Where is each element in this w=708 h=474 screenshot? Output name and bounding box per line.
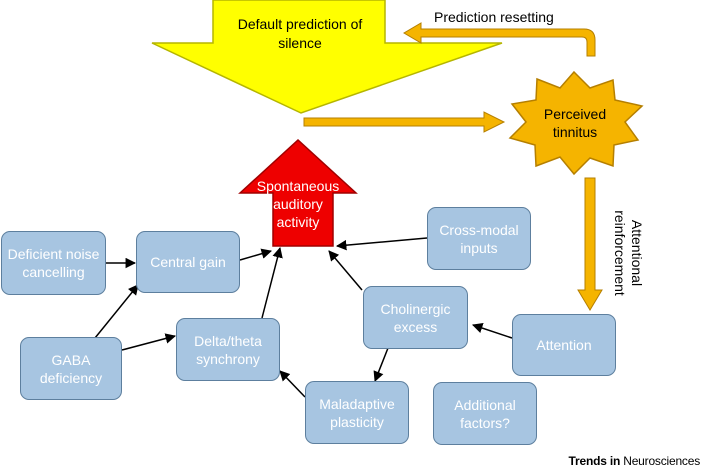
prediction-resetting-arrow (403, 22, 596, 57)
cross-modal-box: Cross-modal inputs (427, 207, 531, 270)
edge-maladaptive-to-delta (279, 370, 306, 398)
spontaneous-activity-label: Spontaneous auditory activity (256, 178, 340, 230)
to-tinnitus-arrow (303, 111, 506, 133)
additional-factors-box: Additional factors? (433, 382, 537, 445)
edge-attention-to-cholinergic (472, 323, 513, 339)
spontaneous-activity-arrow (238, 138, 358, 247)
journal-brand: Trends in Neurosciences (568, 454, 701, 468)
deficient-noise-box: Deficient noise cancelling (1, 231, 106, 295)
default-prediction-label: Default prediction of silence (237, 16, 363, 51)
perceived-tinnitus-star (508, 70, 644, 176)
attentional-reinforcement-label: Attentional reinforcement (612, 210, 645, 296)
edge-central-to-red (239, 248, 273, 261)
edge-gaba-to-central (94, 284, 139, 339)
perceived-tinnitus-label: Perceived tinnitus (543, 106, 607, 140)
attentional-reinforcement-arrow (577, 177, 603, 311)
gaba-deficiency-box: GABA deficiency (20, 337, 122, 400)
cholinergic-box: Cholinergic excess (363, 286, 468, 349)
edge-crossmodal-to-red (335, 237, 428, 251)
prediction-resetting-label: Prediction resetting (434, 9, 554, 25)
delta-theta-box: Delta/theta synchrony (176, 318, 280, 381)
edge-gaba-to-delta (121, 333, 177, 351)
edge-cholinergic-to-maladaptive (373, 347, 389, 382)
maladaptive-box: Maladaptive plasticity (305, 381, 409, 444)
central-gain-box: Central gain (136, 231, 240, 293)
edge-cholinergic-to-red (328, 250, 363, 291)
edge-delta-to-red (261, 246, 283, 319)
attention-box: Attention (512, 314, 616, 376)
default-prediction-arrow (151, 0, 503, 114)
